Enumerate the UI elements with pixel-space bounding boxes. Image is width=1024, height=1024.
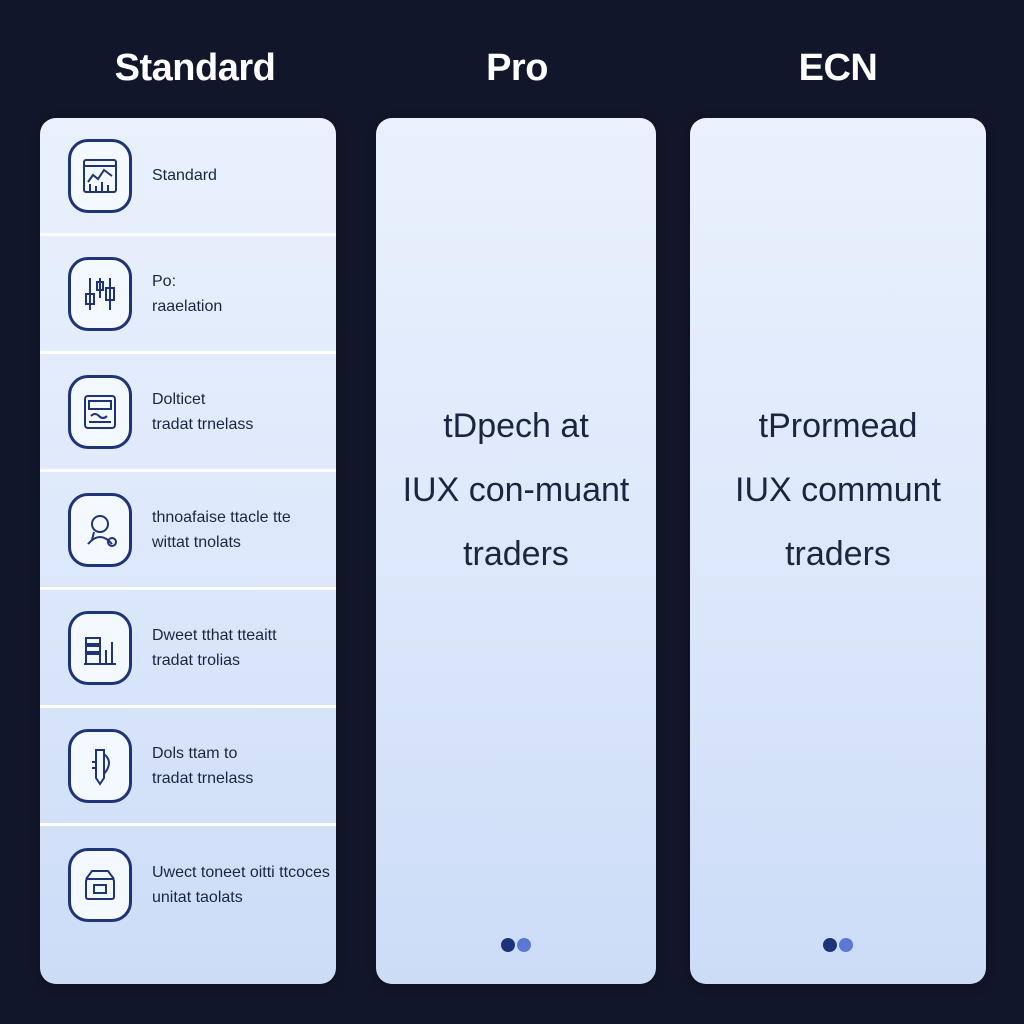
column-title-standard: Standard [114, 47, 276, 89]
support-agent-icon [68, 492, 132, 567]
feature-row: Standard [40, 118, 336, 236]
feature-description: Standard [152, 167, 217, 184]
pro-plan-card[interactable]: tDpech at IUX con-muant traders [376, 118, 656, 984]
calculator-icon [68, 374, 132, 449]
pagination-dot[interactable] [501, 938, 515, 952]
pagination-dots[interactable] [376, 938, 656, 952]
pen-icon [68, 728, 132, 803]
feature-description: Uwect toneet oitti ttcoces unitat taolat… [152, 864, 330, 906]
bar-chart-icon [68, 610, 132, 685]
pagination-dot[interactable] [517, 938, 531, 952]
wallet-icon [68, 848, 132, 922]
feature-row: Uwect toneet oitti ttcoces unitat taolat… [40, 826, 336, 944]
feature-description: Po: raaelation [152, 272, 223, 315]
feature-description: Dolticet tradat trnelass [152, 390, 254, 433]
standard-plan-card[interactable]: Standard Po: raaelation Dolticet [40, 118, 336, 984]
feature-row: Dols ttam to tradat trnelass [40, 708, 336, 826]
feature-row: Dweet tthat tteaitt tradat trolias [40, 590, 336, 708]
ecn-plan-card[interactable]: tPrormead IUX communt traders [690, 118, 986, 984]
feature-row: Dolticet tradat trnelass [40, 354, 336, 472]
feature-description: thnoafaise ttacle tte wittat tnolats [152, 508, 291, 551]
feature-row: Po: raaelation [40, 236, 336, 354]
chart-window-icon [68, 138, 132, 213]
feature-description: Dols ttam to tradat trnelass [152, 744, 254, 787]
column-title-pro: Pro [486, 47, 548, 89]
pro-headline: tDpech at IUX con-muant traders [402, 407, 630, 573]
pagination-dot[interactable] [823, 938, 837, 952]
pagination-dot[interactable] [839, 938, 853, 952]
ecn-headline: tPrormead IUX communt traders [735, 407, 941, 573]
feature-row: thnoafaise ttacle tte wittat tnolats [40, 472, 336, 590]
pagination-dots[interactable] [690, 938, 986, 952]
candlestick-icon [68, 256, 132, 331]
feature-description: Dweet tthat tteaitt tradat trolias [152, 626, 277, 669]
column-title-ecn: ECN [798, 47, 878, 89]
